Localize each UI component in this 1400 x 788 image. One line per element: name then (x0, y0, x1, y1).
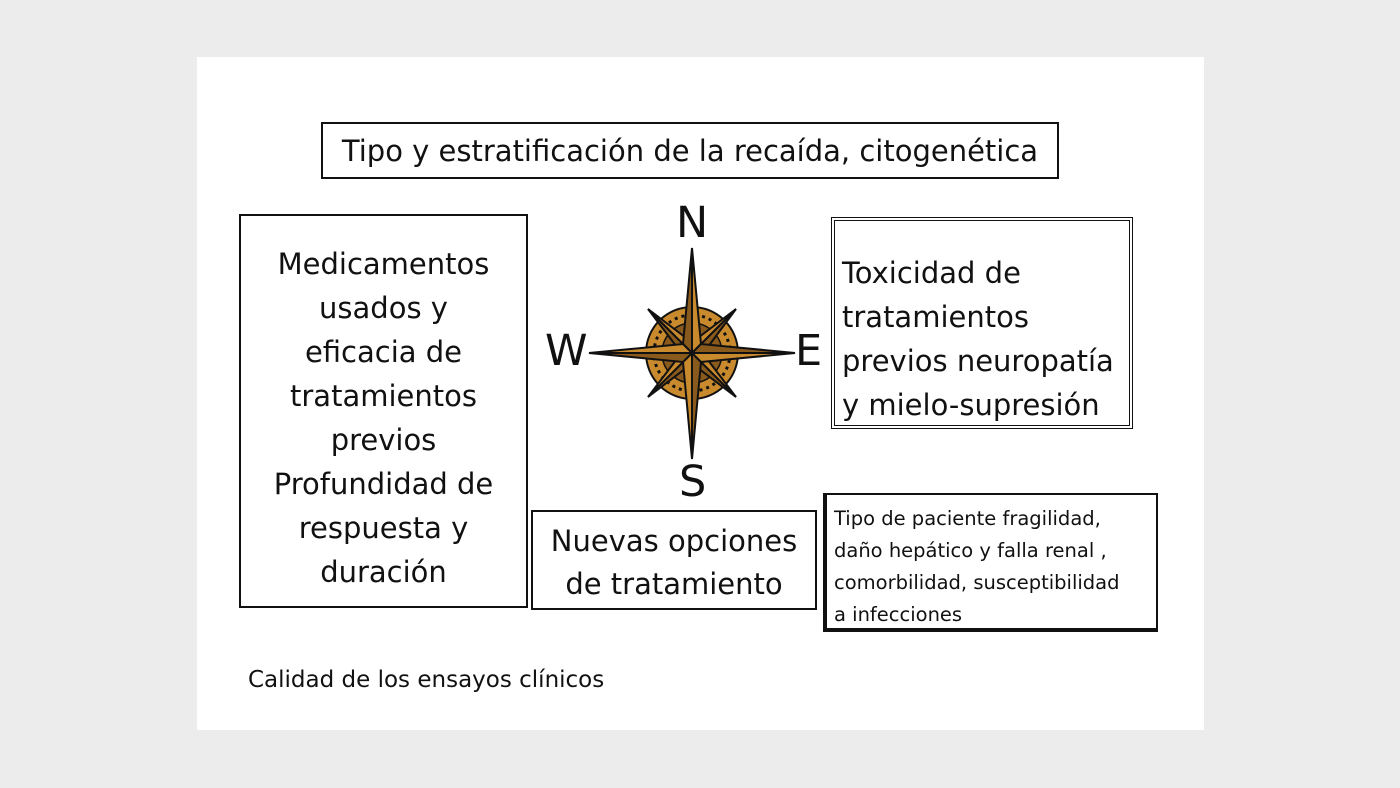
compass-rose: N S W E (537, 197, 837, 507)
compass-south-label: S (679, 457, 707, 507)
left-box-line: duración (320, 555, 447, 589)
compass-west-label: W (545, 326, 588, 376)
bottom-center-box-line: de tratamiento (565, 567, 783, 601)
left-box-line: respuesta y (298, 511, 469, 545)
bottom-center-box-line: Nuevas opciones (550, 524, 798, 558)
recaida-citogenetica-text: Tipo y estratificación de la recaída, ci… (341, 133, 1039, 168)
left-box-line: Medicamentos (277, 247, 490, 281)
compass-rose-icon (588, 247, 796, 460)
right-top-box-line: tratamientos (842, 300, 1029, 334)
left-box-line: tratamientos (290, 379, 477, 413)
right-top-box-line: previos neuropatía (842, 344, 1114, 378)
right-top-box-line: Toxicidad de (842, 256, 1021, 290)
bottom-right-box-line: a infecciones (834, 603, 963, 626)
bottom-right-box-line: daño hepático y falla renal , (834, 539, 1107, 562)
bottom-right-box-line: comorbilidad, susceptibilidad (834, 571, 1120, 594)
left-box-line: eficacia de (304, 335, 463, 369)
bottom-right-box-line: Tipo de paciente fragilidad, (834, 507, 1101, 530)
toxicidad-box: Toxicidad de tratamientos previos neurop… (831, 217, 1133, 429)
calidad-ensayos-label: Calidad de los ensayos clínicos (248, 667, 605, 693)
left-box-line: usados y (319, 291, 448, 325)
compass-north-label: N (676, 198, 709, 248)
medicamentos-eficacia-box: Medicamentos usados y eficacia de tratam… (239, 214, 528, 608)
left-box-line: previos (330, 423, 437, 457)
tipo-paciente-box: Tipo de paciente fragilidad, daño hepáti… (823, 493, 1158, 632)
slide-canvas: Tipo y estratificación de la recaída, ci… (197, 57, 1204, 730)
right-top-box-line: y mielo-supresión (842, 388, 1100, 422)
nuevas-opciones-box: Nuevas opciones de tratamiento (531, 510, 817, 610)
compass-east-label: E (795, 326, 823, 376)
left-box-line: Profundidad de (273, 467, 494, 501)
recaida-citogenetica-box: Tipo y estratificación de la recaída, ci… (321, 122, 1059, 179)
